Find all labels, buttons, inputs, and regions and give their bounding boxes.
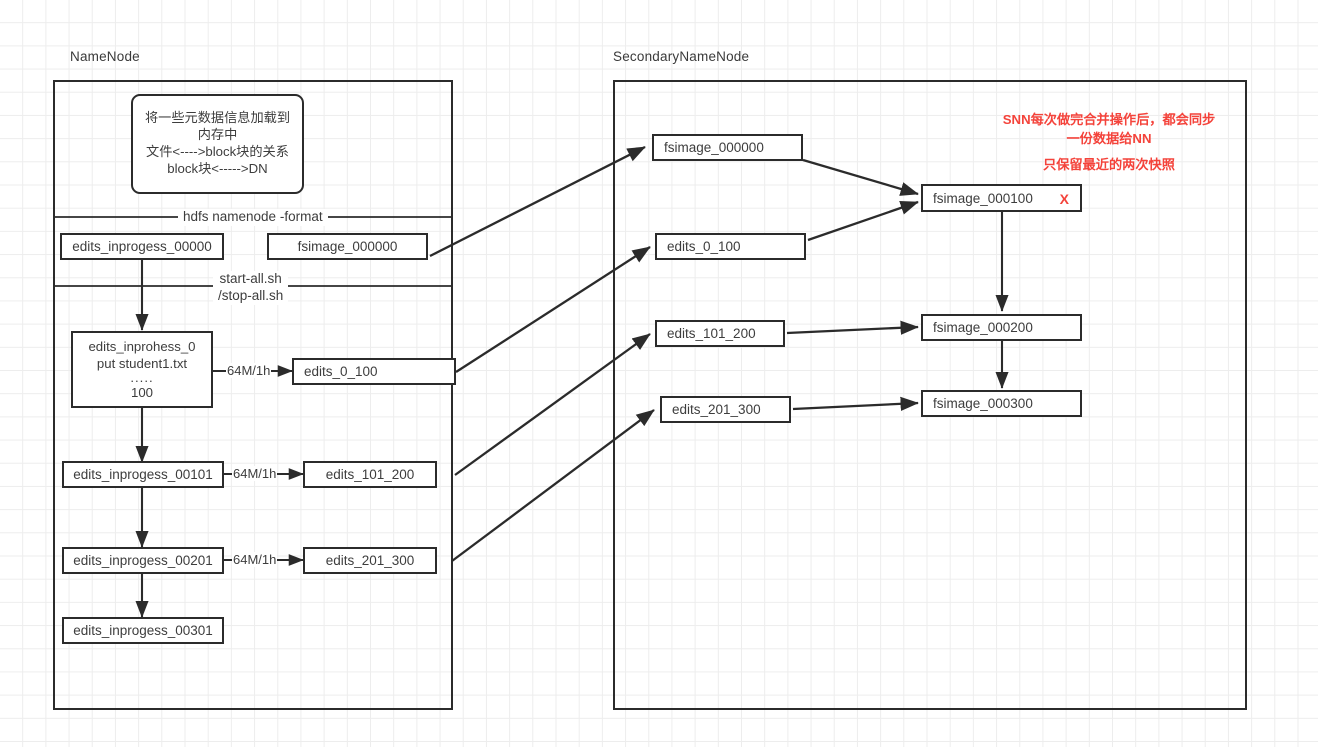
separator-label-startstop: start-all.sh /stop-all.sh — [213, 271, 289, 305]
box-fsimage-000300[interactable]: fsimage_000300 — [921, 390, 1082, 417]
box-edits-inprogess-00301[interactable]: edits_inprogess_00301 — [62, 617, 224, 644]
box-edits-201-300-snn[interactable]: edits_201_300 — [660, 396, 791, 423]
edits-inprohess-label: edits_inprohess_0 — [88, 339, 196, 355]
box-fsimage-000000-snn[interactable]: fsimage_000000 — [652, 134, 803, 161]
ellipsis-label: ..... — [130, 370, 154, 386]
separator-label-format: hdfs namenode -format — [178, 209, 328, 226]
box-fsimage-000100[interactable]: fsimage_000100 X — [921, 184, 1082, 212]
namenode-container — [53, 80, 453, 710]
edge-label-roll-3: 64M/1h — [232, 552, 278, 567]
box-edits-inprogess-00201[interactable]: edits_inprogess_00201 — [62, 547, 224, 574]
box-edits-101-200-nn[interactable]: edits_101_200 — [303, 461, 437, 488]
note-line-3: block块<----->DN — [167, 160, 268, 176]
box-edits-101-200-snn[interactable]: edits_101_200 — [655, 320, 785, 347]
startstop-line-2: /stop-all.sh — [218, 287, 284, 303]
box-edits-inprogess-00000[interactable]: edits_inprogess_00000 — [60, 233, 224, 260]
box-edits-201-300-nn[interactable]: edits_201_300 — [303, 547, 437, 574]
put-student-label: put student1.txt — [96, 356, 188, 372]
edge-label-roll-1: 64M/1h — [226, 363, 272, 378]
note-line-2: 文件<---->block块的关系 — [146, 144, 289, 159]
box-edits-0-100-snn[interactable]: edits_0_100 — [655, 233, 806, 260]
box-edits-inprogess-00101[interactable]: edits_inprogess_00101 — [62, 461, 224, 488]
metadata-note-box: 将一些元数据信息加载到内存中 文件<---->block块的关系 block块<… — [131, 94, 304, 194]
note-line-1: 将一些元数据信息加载到内存中 — [144, 110, 291, 143]
delete-marker-x: X — [1059, 191, 1069, 207]
red-note-retention: 只保留最近的两次快照 — [1043, 157, 1175, 172]
box-fsimage-000000-nn[interactable]: fsimage_000000 — [267, 233, 428, 260]
namenode-title: NameNode — [70, 49, 140, 64]
box-edits-0-100-nn[interactable]: edits_0_100 — [292, 358, 456, 385]
box-edits-inprohess-0[interactable]: edits_inprohess_0 put student1.txt .....… — [71, 331, 213, 408]
startstop-line-1: start-all.sh — [219, 271, 282, 286]
box-fsimage-000200[interactable]: fsimage_000200 — [921, 314, 1082, 341]
red-note-sync: SNN每次做完合并操作后，都会同步一份数据给NN — [1002, 112, 1216, 147]
secondarynamenode-container — [613, 80, 1247, 710]
edge-label-roll-2: 64M/1h — [232, 466, 278, 481]
fsimage-000100-label: fsimage_000100 — [933, 190, 1033, 206]
hundred-label: 100 — [130, 384, 153, 400]
secondarynamenode-title: SecondaryNameNode — [613, 49, 750, 64]
